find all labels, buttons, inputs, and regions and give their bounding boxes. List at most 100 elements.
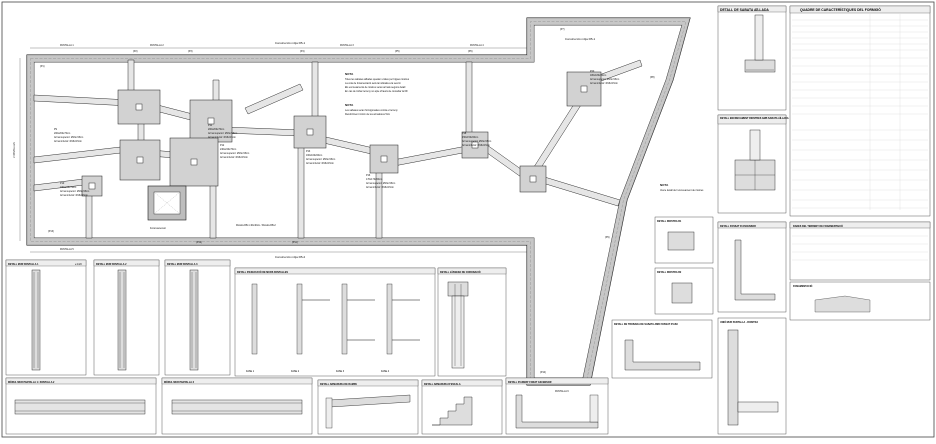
svg-text:Armat superior: Ø16c/15cm: Armat superior: Ø16c/15cm bbox=[60, 190, 89, 193]
pit-section bbox=[624, 339, 701, 371]
detail-title: DETALL MUR PANTALLA 3 bbox=[167, 263, 198, 266]
detail-title-bar bbox=[717, 5, 787, 13]
svg-text:Armat superior: Ø16c/15cm: Armat superior: Ø16c/15cm bbox=[220, 152, 249, 155]
beam-section bbox=[667, 231, 695, 251]
svg-text:Armat superior: Ø16c/15cm: Armat superior: Ø16c/15cm bbox=[366, 182, 395, 185]
wall-section bbox=[727, 329, 739, 426]
detail-title: DETALL RIOSTRA B1 bbox=[657, 220, 682, 223]
pantalla-label: PANTALLA 6 bbox=[555, 390, 569, 393]
tie-beam bbox=[244, 83, 304, 115]
column bbox=[471, 141, 479, 149]
tie-beam bbox=[85, 189, 93, 239]
svg-text:NOTA: NOTA bbox=[345, 72, 354, 76]
axis-tag: (P7) bbox=[560, 28, 565, 31]
column bbox=[190, 158, 198, 166]
svg-text:Armat inferior: Ø16c/15cm: Armat inferior: Ø16c/15cm bbox=[60, 194, 88, 197]
svg-text:240x240x70cm: 240x240x70cm bbox=[220, 148, 236, 151]
wall-section bbox=[325, 397, 333, 429]
axis-tag: (P2) bbox=[133, 50, 138, 53]
svg-text:P20: P20 bbox=[590, 70, 595, 73]
concrete-table-title: QUADRE DE CARACTERÍSTIQUES DEL FORMIGÓ bbox=[800, 7, 881, 12]
detail-title: MÒDUL MUR PANTALLA 1 i PANTALLA 2 bbox=[8, 381, 55, 384]
svg-text:P11: P11 bbox=[208, 124, 213, 127]
svg-text:180x180x60cm: 180x180x60cm bbox=[590, 74, 606, 77]
column bbox=[88, 182, 96, 190]
phase-wall bbox=[341, 283, 348, 355]
phase-wall bbox=[251, 283, 258, 355]
svg-text:Armat superior: Ø16c/15cm: Armat superior: Ø16c/15cm bbox=[590, 78, 619, 81]
stair-detail: DETALL ARMADURA D'ESCALA bbox=[421, 379, 503, 435]
svg-text:La cota de fonamentació serà l: La cota de fonamentació serà la indicada… bbox=[345, 82, 401, 85]
axis-tag: (P13) bbox=[48, 230, 54, 233]
detail-title: DETALL ENCREUAMENT RIOSTRES AMB SABATA A… bbox=[720, 117, 789, 120]
fonamentacio-box bbox=[789, 281, 931, 321]
footing-label: P12 240x240x70cm Armat superior: Ø16c/15… bbox=[220, 144, 249, 159]
column bbox=[306, 128, 314, 136]
svg-text:Recobriment mínim de les armad: Recobriment mínim de les armadures 5cm bbox=[345, 113, 390, 116]
footing-label: P16 170x170x60cm Armat superior: Ø16c/15… bbox=[366, 174, 395, 189]
detail-title: DETALL ARMADURA DE RAMPA bbox=[320, 383, 357, 386]
svg-text:Armat inferior: Ø16c/15cm: Armat inferior: Ø16c/15cm bbox=[462, 144, 490, 147]
column-section bbox=[754, 14, 764, 61]
riostra-label: Riostra RB-1 40x40cm / Riostra RB-2 bbox=[236, 224, 276, 227]
detail-box bbox=[654, 267, 714, 315]
svg-text:P13: P13 bbox=[306, 150, 311, 153]
axis-tag: (P12) bbox=[196, 241, 202, 244]
axis-tag: (P11) bbox=[292, 241, 298, 244]
svg-text:Armat inferior: Ø16c/15cm: Armat inferior: Ø16c/15cm bbox=[54, 140, 82, 143]
svg-text:150x150x60cm: 150x150x60cm bbox=[462, 136, 478, 139]
svg-text:Totes les sabates aïllades que: Totes les sabates aïllades queden unides… bbox=[345, 78, 410, 81]
wall-section bbox=[189, 269, 199, 371]
svg-text:Armat inferior: Ø16c/15cm: Armat inferior: Ø16c/15cm bbox=[220, 156, 248, 159]
svg-text:Veure detall de l'encreuament: Veure detall de l'encreuament de riostre… bbox=[660, 189, 704, 192]
detail-title-bar bbox=[717, 114, 787, 125]
elevator-pit bbox=[147, 185, 187, 221]
plan-note: NOTA Les sabates seran formigonades cont… bbox=[345, 103, 398, 116]
column bbox=[380, 155, 388, 163]
svg-text:NOTA: NOTA bbox=[345, 103, 354, 107]
axis-tag: (P1) bbox=[40, 65, 45, 68]
module-detail-1: MÒDUL MUR PANTALLA 1 i PANTALLA 2 bbox=[5, 377, 157, 435]
footing-label: P13 160x160x60cm Armat superior: Ø16c/15… bbox=[306, 150, 335, 165]
detail-title: DETALL D'EXECUCIÓ DE MURS PANTALLES bbox=[237, 271, 288, 274]
pantalla-label: PANTALLA 5 bbox=[60, 248, 74, 251]
pantalla-label: PANTALLA 1 bbox=[60, 44, 74, 47]
table-rows bbox=[792, 14, 928, 210]
detail-title: DETALL FOSSAT D'ASCENSOR bbox=[720, 225, 756, 228]
lift-detail: DETALL D'ARMAT FORAT ASCENSOR bbox=[505, 377, 609, 435]
bottom-beam-label: Construcció mitja FB-2 bbox=[275, 255, 306, 259]
phase-label: FASE 3 bbox=[336, 370, 345, 373]
beam-section bbox=[447, 281, 469, 297]
axis-tag: (P4) bbox=[300, 50, 305, 53]
svg-text:160x160x60cm: 160x160x60cm bbox=[306, 154, 322, 157]
phase-label: FASE 4 bbox=[381, 370, 390, 373]
wall-section bbox=[451, 295, 465, 369]
svg-text:P10: P10 bbox=[60, 182, 65, 185]
detail-title: UNIÓ MUR PANTALLA - RIOSTRA bbox=[720, 321, 758, 324]
beam-section bbox=[671, 282, 693, 304]
phase-label: FASE 2 bbox=[291, 370, 300, 373]
svg-text:P18: P18 bbox=[462, 132, 467, 135]
detail-box bbox=[654, 216, 714, 264]
detail-title: DETALL RIOSTRA B2 bbox=[657, 271, 682, 274]
plan-note: NOTA Veure detall de l'encreuament de ri… bbox=[660, 183, 704, 192]
fonamentacio-title: FONAMENTACIÓ bbox=[793, 285, 812, 288]
tie-beam bbox=[375, 164, 383, 239]
footing-label: P11 200x200x70cm Armat superior: Ø16c/15… bbox=[208, 124, 237, 139]
svg-text:Les sabates seran formigonades: Les sabates seran formigonades contra el… bbox=[345, 109, 398, 112]
phase-wall bbox=[296, 283, 303, 355]
module-section bbox=[14, 399, 146, 415]
table-title-bar bbox=[789, 5, 931, 14]
detail-title: DETALL D'ARMAT FORAT ASCENSOR bbox=[508, 381, 552, 384]
coronation-detail: DETALL JÀSSERA DE CORONACIÓ bbox=[437, 267, 507, 377]
axis-tag: (P6) bbox=[468, 50, 473, 53]
table-title-bar bbox=[789, 221, 931, 229]
detail-title: DETALL MUR PANTALLA 2 bbox=[96, 263, 127, 266]
svg-text:Armat superior: Ø16c/15cm: Armat superior: Ø16c/15cm bbox=[462, 140, 491, 143]
svg-text:P9: P9 bbox=[54, 128, 58, 131]
footing-label: P10 240x240x70cm Armat superior: Ø16c/15… bbox=[60, 182, 89, 197]
axis-tag: (P10) bbox=[540, 371, 546, 374]
detail-box bbox=[611, 319, 713, 379]
